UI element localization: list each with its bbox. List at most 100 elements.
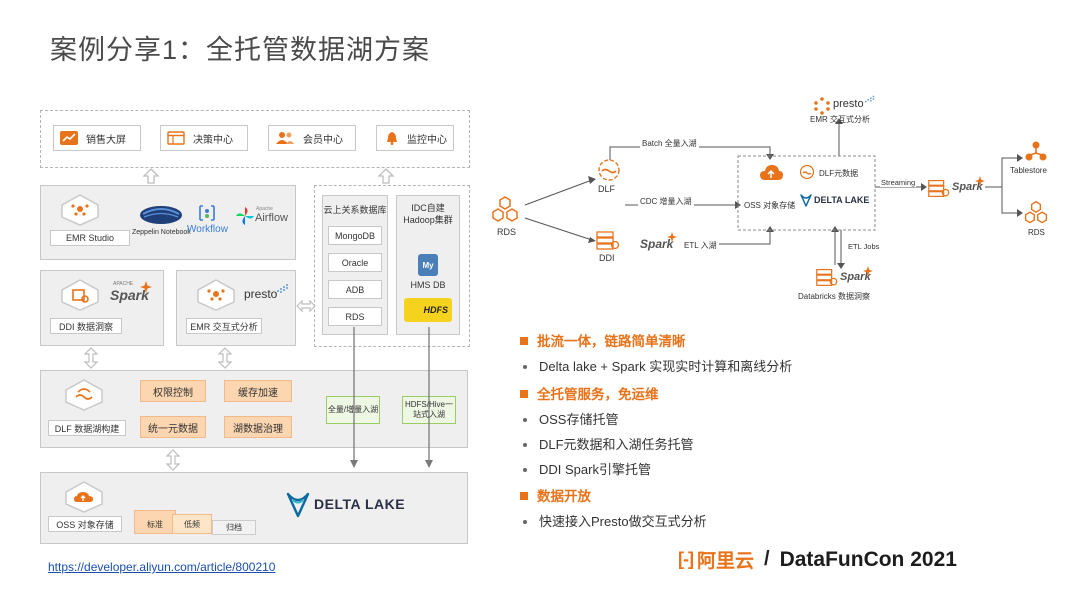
- oss-label: OSS 对象存储: [48, 516, 122, 532]
- left-architecture: 销售大屏 决策中心 会员中心 监控中心 EMR Studio Zeppelin …: [0, 0, 480, 560]
- app-label: 销售大屏: [86, 134, 126, 146]
- db-item-mongodb: MongoDB: [328, 226, 382, 245]
- dlf-label-right: DLF: [598, 184, 616, 194]
- databricks-stack-icon: [816, 268, 838, 286]
- aliyun-logo-icon: [-]: [678, 549, 694, 569]
- databricks-spark-label: Spark: [840, 271, 871, 283]
- cloud-db-title: 云上关系数据库: [323, 205, 387, 215]
- ingest-full-incremental: 全量/增量入湖: [326, 396, 380, 424]
- hms-db-icon: My: [418, 254, 438, 276]
- delta-lake-logo-icon: [800, 194, 812, 207]
- source-flow-arrows: [350, 327, 433, 468]
- presto-dots-icon: [864, 95, 875, 103]
- oss-tier-standard: 标准: [134, 510, 176, 534]
- oss-icon: [65, 481, 103, 513]
- app-card-decision: 决策中心: [160, 125, 248, 151]
- emr-olap-panel: [176, 270, 296, 346]
- ddi-spark-label: Spark: [110, 287, 149, 303]
- dot-bullet-icon: [523, 519, 527, 524]
- emr-studio-label: EMR Studio: [50, 230, 130, 246]
- etl-label: ETL 入湖: [682, 240, 719, 251]
- presto-logo-icon: [814, 97, 830, 115]
- bullet-head: 全托管服务，免运维: [520, 383, 659, 403]
- presto-label-right: presto: [833, 98, 864, 110]
- spark-star-icon: [140, 281, 152, 293]
- oss-tier-archive: 归档: [212, 520, 256, 535]
- bullet-head: 数据开放: [520, 485, 591, 505]
- article-link[interactable]: https://developer.aliyun.com/article/800…: [48, 560, 276, 574]
- app-card-sales: 销售大屏: [53, 125, 141, 151]
- bell-icon: [387, 132, 397, 145]
- db-item-adb: ADB: [328, 280, 382, 299]
- users-icon: [276, 132, 294, 144]
- workflow-label: Workflow: [187, 224, 228, 235]
- footer-separator: /: [764, 548, 770, 570]
- bullet-item: DLF元数据和入湖任务托管: [520, 434, 694, 453]
- rds-label: RDS: [497, 227, 517, 237]
- delta-lake-label: DELTA LAKE: [314, 496, 406, 512]
- db-item-rds: RDS: [328, 307, 382, 326]
- airflow-label: Airflow: [255, 212, 289, 224]
- browser-icon: [167, 131, 185, 145]
- workflow-icon: [199, 205, 215, 221]
- hollow-up-arrow-icon: [377, 168, 395, 184]
- emr-studio-icon: [61, 194, 99, 226]
- spark-star-icon: [975, 176, 985, 186]
- spark-stack-icon: [928, 179, 950, 197]
- sources-container: [314, 185, 470, 347]
- oss-tier-infrequent: 低频: [172, 514, 212, 534]
- oss-cloud-icon: [760, 165, 783, 180]
- footer-logo: [-] 阿里云 / DataFunCon 2021: [678, 546, 957, 573]
- emr-olap-presto-label: presto: [244, 287, 278, 301]
- hdfs-logo-icon: HDFS: [404, 298, 452, 322]
- delta-lake-logo-icon: [286, 492, 310, 518]
- databricks-label: Databricks 数据洞察: [798, 292, 871, 301]
- db-item-oracle: Oracle: [328, 253, 382, 272]
- dlf-feature-governance: 湖数据治理: [224, 416, 292, 438]
- ddi-icon: [61, 279, 99, 311]
- page-title: 案例分享1：全托管数据湖方案: [50, 35, 431, 65]
- tablestore-label: Tablestore: [1010, 166, 1047, 175]
- app-label: 监控中心: [407, 134, 447, 146]
- ddi-label-right: DDI: [599, 253, 615, 263]
- app-label: 决策中心: [193, 134, 233, 146]
- streaming-label: Streaming: [880, 178, 917, 187]
- bullet-item: DDI Spark引擎托管: [520, 459, 651, 478]
- airflow-apache-label: Apache: [256, 206, 273, 212]
- ddi-label: DDI 数据洞察: [50, 318, 122, 334]
- rds-cluster-icon: [1024, 200, 1048, 224]
- hollow-vertical-arrow-icon: [84, 347, 98, 369]
- dlf-label: DLF 数据湖构建: [48, 420, 126, 436]
- bullet-item: Delta lake + Spark 实现实时计算和离线分析: [520, 356, 792, 375]
- app-label: 会员中心: [303, 134, 343, 146]
- ddi-stack-icon: [596, 231, 620, 250]
- right-flow-diagram: RDS DLF DDI Spark Batch 全量入湖 CDC 增量入湖 ET…: [480, 80, 1080, 320]
- square-bullet-icon: [520, 492, 528, 500]
- app-layer: [40, 110, 470, 168]
- streaming-spark-label: Spark: [952, 181, 983, 193]
- dot-bullet-icon: [523, 364, 527, 369]
- dlf-meta-icon: [799, 164, 815, 180]
- bullet-item: 快速接入Presto做交互式分析: [520, 511, 707, 530]
- hollow-up-arrow-icon: [142, 168, 160, 184]
- hollow-vertical-arrow-icon: [166, 449, 180, 471]
- dlf-feature-cache: 缓存加速: [224, 380, 292, 402]
- dot-bullet-icon: [523, 467, 527, 472]
- hms-db-label: HMS DB: [410, 280, 446, 290]
- dlf-wave-icon: [598, 159, 620, 181]
- oss-label-right: OSS 对象存储: [744, 201, 796, 210]
- square-bullet-icon: [520, 390, 528, 398]
- delta-lake-label-right: DELTA LAKE: [814, 195, 870, 205]
- bullet-item: OSS存储托管: [520, 409, 618, 428]
- emr-olap-label: EMR 交互式分析: [186, 318, 262, 334]
- spark-star-icon: [863, 266, 873, 276]
- tablestore-icon: [1025, 141, 1047, 161]
- square-bullet-icon: [520, 337, 528, 345]
- dot-bullet-icon: [523, 417, 527, 422]
- bullet-head: 批流一体，链路简单清晰: [520, 330, 686, 350]
- ddi-apache-label: APACHE: [113, 281, 134, 287]
- rds-cluster-icon: [492, 196, 518, 222]
- idc-title: IDC自建Hadoop集群: [403, 203, 453, 225]
- presto-dots-icon: [277, 284, 288, 293]
- app-card-member: 会员中心: [268, 125, 356, 151]
